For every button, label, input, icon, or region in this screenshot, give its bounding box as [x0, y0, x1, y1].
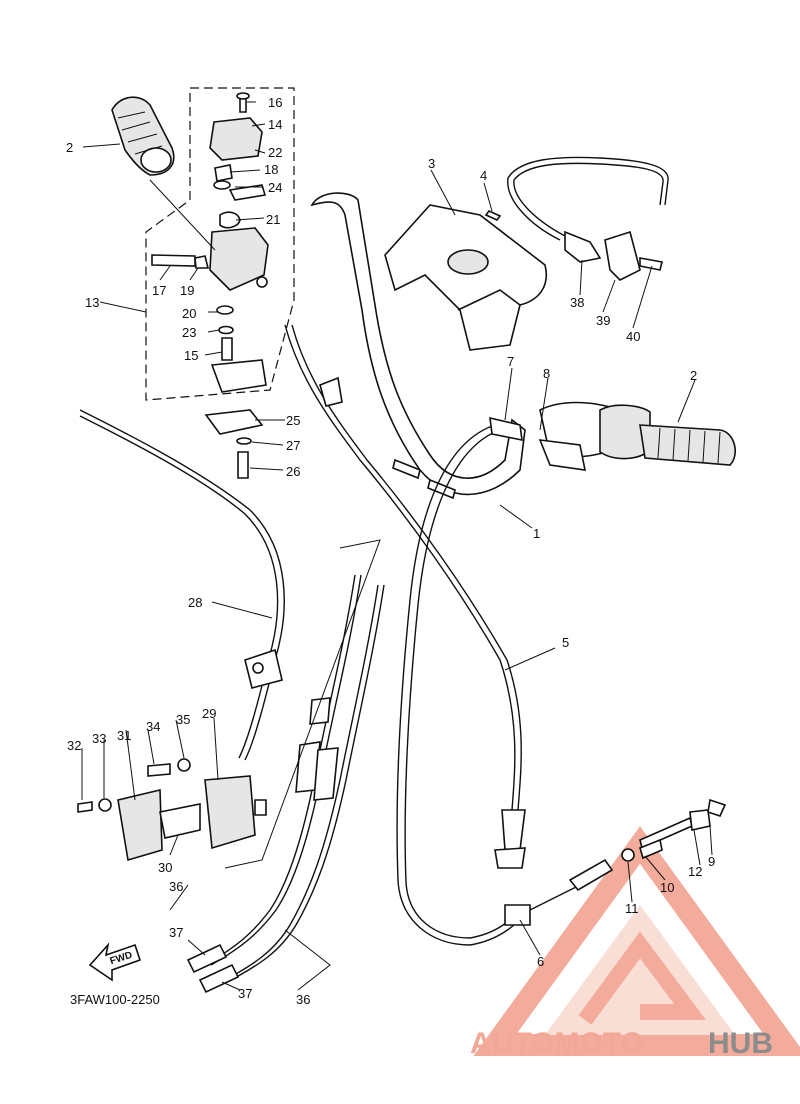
handlebar-cover: [384, 204, 547, 351]
group-box-13: [145, 87, 295, 401]
callout-14: 14: [268, 117, 282, 132]
callout-3: 3: [428, 156, 435, 171]
watermark-text-primary: AUTOMOTO: [470, 1027, 644, 1060]
throttle-housing: [151, 92, 269, 479]
watermark-text: AUTOMOTO HUB: [470, 1027, 773, 1060]
fwd-arrow: FWD: [88, 942, 142, 982]
callout-22: 22: [268, 145, 282, 160]
callout-4: 4: [480, 168, 487, 183]
callout-10: 10: [660, 880, 674, 895]
left-grip: [111, 96, 175, 176]
watermark-logo: [473, 826, 800, 1056]
callout-29: 29: [202, 706, 216, 721]
cable-5: [284, 324, 516, 811]
callout-24: 24: [268, 180, 282, 195]
callout-35: 35: [176, 712, 190, 727]
callout-labels: 1 2 2 3 4 5 6 7 8 9 10 11 12 13 14 15 16…: [66, 95, 715, 1007]
callout-38: 38: [570, 295, 584, 310]
callout-25: 25: [286, 413, 300, 428]
callout-17: 17: [152, 283, 166, 298]
cable-36-a: [204, 574, 356, 966]
callout-12: 12: [688, 864, 702, 879]
callout-37-bottom: 37: [238, 986, 252, 1001]
callout-36-top: 36: [169, 879, 183, 894]
callout-19: 19: [180, 283, 194, 298]
callout-32: 32: [67, 738, 81, 753]
callout-40: 40: [626, 329, 640, 344]
callout-1: 1: [533, 526, 540, 541]
callout-34: 34: [146, 719, 160, 734]
callout-6: 6: [537, 954, 544, 969]
callout-9: 9: [708, 854, 715, 869]
callout-18: 18: [264, 162, 278, 177]
switch-assembly: [77, 758, 267, 862]
handlebar: [310, 192, 526, 500]
callout-2-right: 2: [690, 368, 697, 383]
callout-21: 21: [266, 212, 280, 227]
throttle-cable-upper: [507, 156, 669, 281]
callout-2-left: 2: [66, 140, 73, 155]
callout-31: 31: [117, 728, 131, 743]
callout-39: 39: [596, 313, 610, 328]
callout-5: 5: [562, 635, 569, 650]
callout-15: 15: [184, 348, 198, 363]
rod-12: [639, 816, 693, 850]
right-grip: [538, 401, 736, 471]
callout-13: 13: [85, 295, 99, 310]
callout-36-bottom: 36: [296, 992, 310, 1007]
callout-7: 7: [507, 354, 514, 369]
callout-23: 23: [182, 325, 196, 340]
callout-28: 28: [188, 595, 202, 610]
callout-37-top: 37: [169, 925, 183, 940]
callout-8: 8: [543, 366, 550, 381]
leader-lines: [81, 101, 713, 991]
callout-26: 26: [286, 464, 300, 479]
cable-36-b: [214, 584, 379, 986]
part-4-clip: [484, 210, 502, 221]
callout-30: 30: [158, 860, 172, 875]
watermark-text-secondary: HUB: [708, 1027, 773, 1060]
callout-27: 27: [286, 438, 300, 453]
callout-11: 11: [625, 901, 639, 916]
callout-20: 20: [182, 306, 196, 321]
callout-16: 16: [268, 95, 282, 110]
diagram-code: 3FAW100-2250: [70, 992, 160, 1007]
cable-28: [79, 409, 285, 761]
cable-7: [396, 424, 531, 946]
callout-33: 33: [92, 731, 106, 746]
